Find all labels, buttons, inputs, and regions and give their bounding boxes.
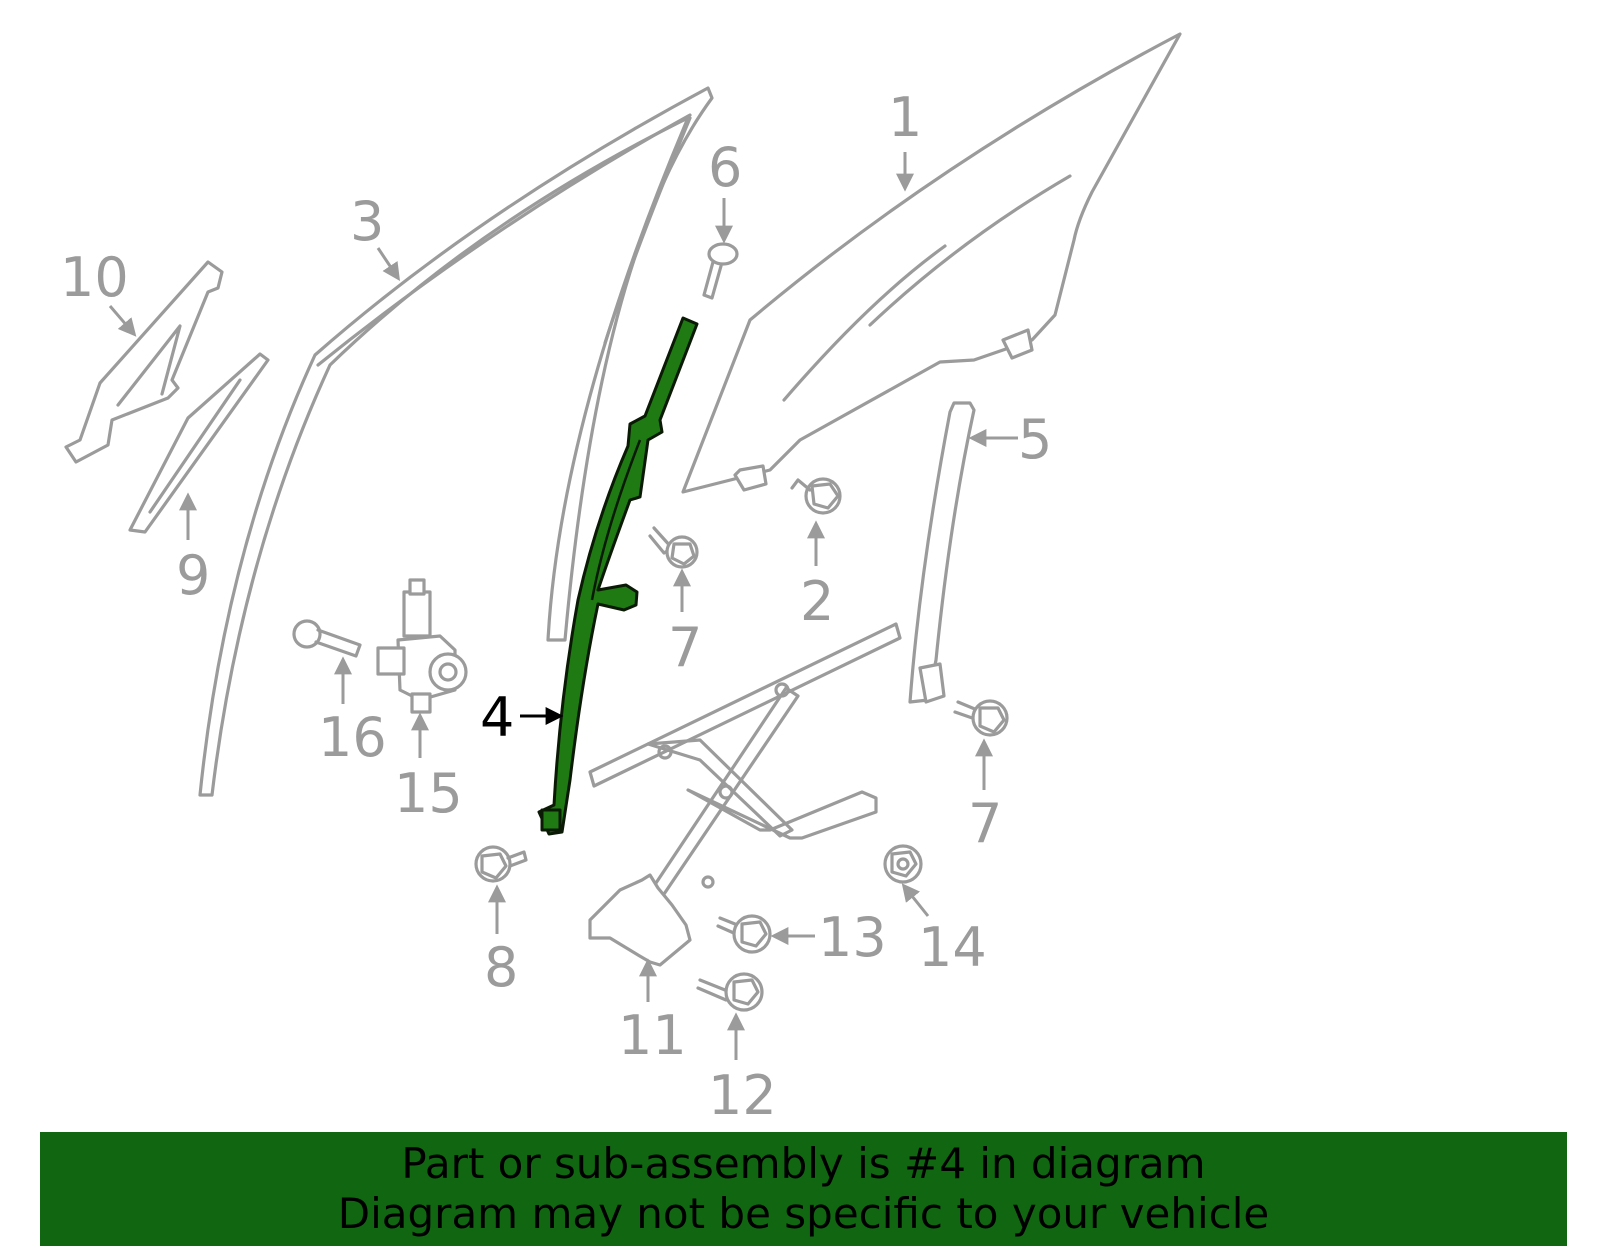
- callout-16[interactable]: 16: [318, 706, 387, 769]
- callout-4[interactable]: 4: [480, 686, 514, 749]
- callout-7-upper[interactable]: 7: [668, 616, 702, 679]
- part-7-bolt-lower[interactable]: [953, 699, 1009, 737]
- callout-6[interactable]: 6: [708, 136, 742, 199]
- part-14-nut[interactable]: [883, 844, 923, 884]
- callout-5[interactable]: 5: [1018, 408, 1052, 471]
- callout-12[interactable]: 12: [708, 1064, 777, 1127]
- part-1-door-glass[interactable]: [681, 32, 1182, 494]
- callout-13[interactable]: 13: [818, 906, 887, 969]
- callout-7-lower[interactable]: 7: [968, 792, 1002, 855]
- leader-arrows: [108, 152, 1018, 1060]
- callout-2[interactable]: 2: [800, 570, 834, 633]
- part-3-run-channel[interactable]: [198, 86, 714, 797]
- part-15-regulator-motor[interactable]: [376, 578, 468, 714]
- part-8-bolt[interactable]: [474, 845, 528, 883]
- callout-3[interactable]: 3: [350, 190, 384, 253]
- part-12-bolt[interactable]: [696, 972, 764, 1012]
- callout-labels: 1 2 3 4 5 6 7 7 8 9 10 11 12 13 14 15 16: [60, 86, 1052, 1127]
- callout-14[interactable]: 14: [918, 916, 987, 979]
- part-11-window-regulator[interactable]: [588, 622, 902, 967]
- part-9-quarter-glass[interactable]: [128, 352, 270, 534]
- part-13-bolt[interactable]: [716, 914, 772, 954]
- callout-10[interactable]: 10: [60, 246, 129, 309]
- banner-line-1: Part or sub-assembly is #4 in diagram: [401, 1139, 1206, 1188]
- callout-9[interactable]: 9: [176, 544, 210, 607]
- part-10-corner-bracket[interactable]: [64, 260, 224, 464]
- part-6-screw[interactable]: [702, 242, 739, 300]
- part-4-glass-run-guide[interactable]: [537, 316, 699, 836]
- banner-line-2: Diagram may not be specific to your vehi…: [337, 1189, 1270, 1238]
- callout-15[interactable]: 15: [394, 762, 463, 825]
- callout-11[interactable]: 11: [618, 1004, 687, 1067]
- part-16-bolt[interactable]: [292, 619, 362, 658]
- part-7-bolt-upper[interactable]: [648, 526, 699, 569]
- part-5-rear-guide[interactable]: [908, 401, 976, 704]
- callout-1[interactable]: 1: [888, 86, 922, 149]
- callout-8[interactable]: 8: [484, 936, 518, 999]
- part-2-bolt[interactable]: [790, 477, 842, 515]
- info-banner: Part or sub-assembly is #4 in diagram Di…: [40, 1132, 1567, 1246]
